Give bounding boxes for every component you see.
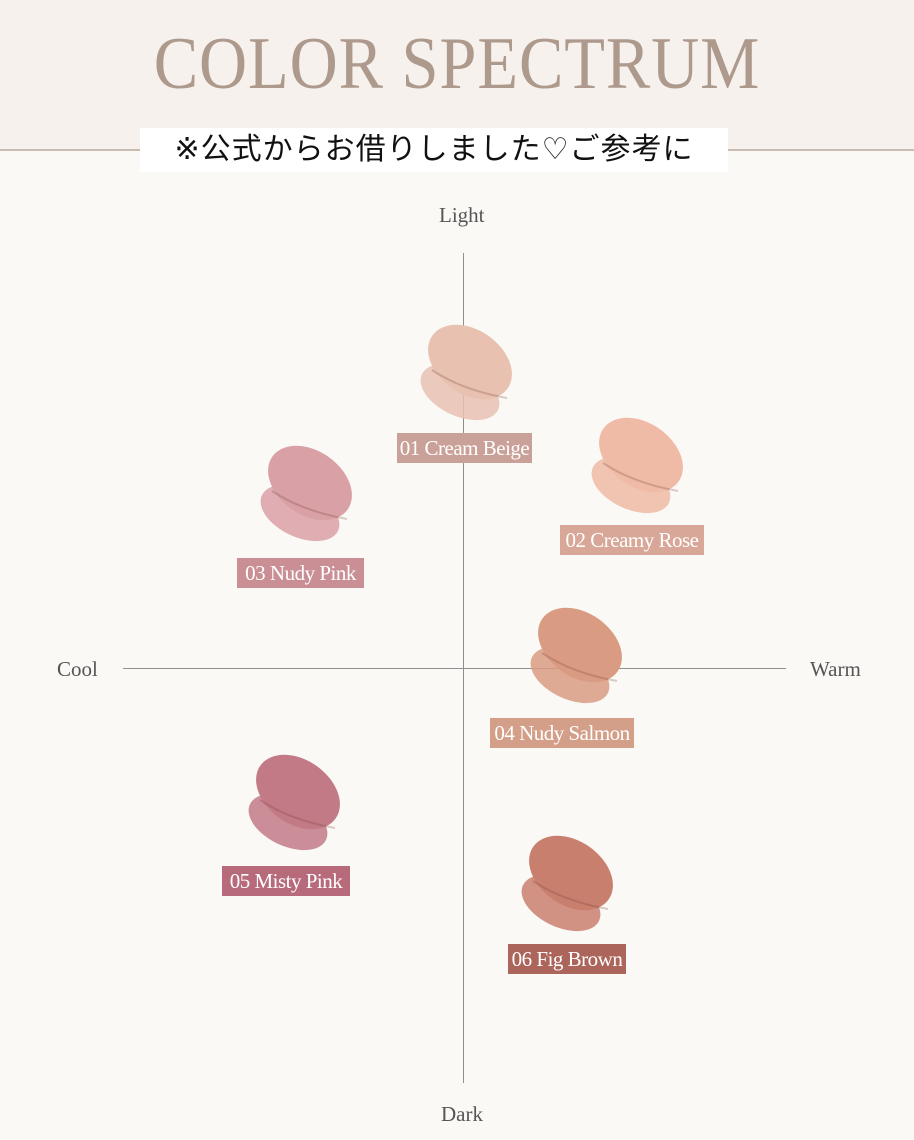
swatch-3 — [252, 441, 362, 548]
swatch-4 — [522, 603, 632, 710]
swatch-5 — [240, 750, 350, 857]
shade-label-6: 06 Fig Brown — [508, 944, 626, 974]
shade-label-5: 05 Misty Pink — [222, 866, 350, 896]
cool-warm-axis — [123, 668, 786, 669]
swatch-1 — [412, 320, 522, 427]
axis-label-dark: Dark — [441, 1102, 483, 1126]
axis-label-warm: Warm — [810, 657, 861, 681]
shade-label-2: 02 Creamy Rose — [560, 525, 704, 555]
shade-label-3: 03 Nudy Pink — [237, 558, 364, 588]
shade-label-4: 04 Nudy Salmon — [490, 718, 634, 748]
swatch-6 — [513, 831, 623, 938]
axis-label-cool: Cool — [57, 657, 98, 681]
page-title: COLOR SPECTRUM — [153, 23, 761, 105]
axis-label-light: Light — [439, 203, 485, 227]
header-band — [0, 0, 914, 150]
source-note: ※公式からお借りしました♡ご参考に — [140, 128, 728, 172]
shade-label-1: 01 Cream Beige — [397, 433, 532, 463]
swatch-2 — [583, 413, 693, 520]
